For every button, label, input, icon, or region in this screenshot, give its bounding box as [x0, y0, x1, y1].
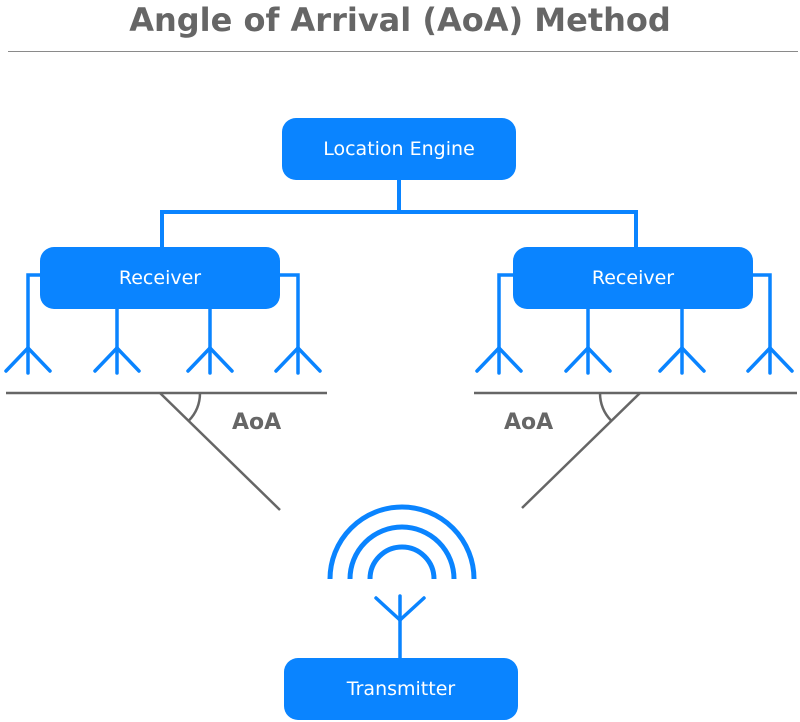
angle-geometry [6, 391, 797, 511]
antenna-icon [274, 346, 322, 375]
right-arrival-line [521, 392, 641, 509]
right-antenna-array [475, 273, 794, 375]
receiver-left-node: Receiver [40, 247, 280, 309]
antenna-icon [186, 346, 234, 375]
transmitter-antenna-icon [374, 594, 426, 660]
antenna-icon [4, 346, 52, 375]
location-engine-node: Location Engine [282, 118, 516, 180]
right-angle-arc [598, 392, 613, 422]
engine-connectors [160, 178, 638, 249]
left-antenna-array [4, 273, 322, 375]
signal-waves-icon [327, 504, 477, 580]
antenna-icon [564, 346, 612, 375]
antenna-icon [658, 346, 706, 375]
transmitter-node: Transmitter [284, 658, 518, 720]
aoa-label-right: AoA [504, 410, 554, 435]
left-angle-arc [187, 392, 202, 422]
aoa-label-left: AoA [232, 410, 282, 435]
title-divider [8, 51, 798, 52]
page-title: Angle of Arrival (AoA) Method [129, 1, 671, 39]
left-arrival-line [159, 392, 281, 511]
antenna-icon [746, 346, 794, 375]
receiver-right-node: Receiver [513, 247, 753, 309]
antenna-icon [93, 346, 141, 375]
antenna-icon [475, 346, 523, 375]
